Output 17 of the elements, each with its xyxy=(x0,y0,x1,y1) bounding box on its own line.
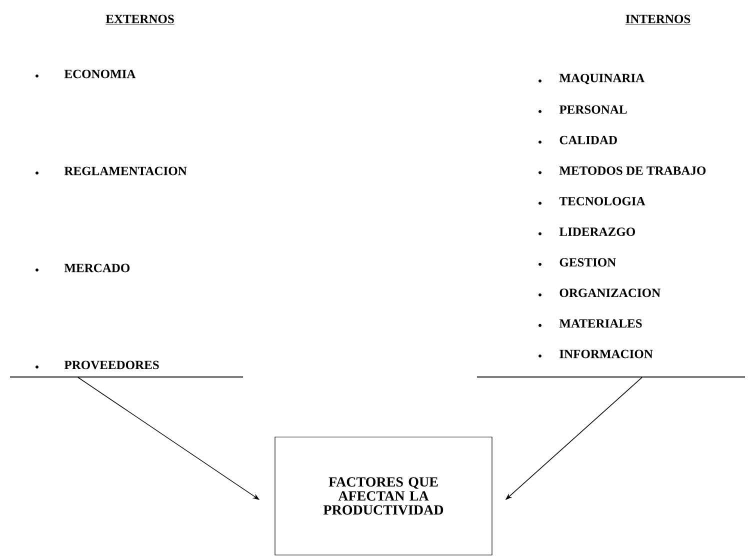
list-item: REGLAMENTACION xyxy=(36,166,187,176)
heading: INTERNOS xyxy=(625,14,691,25)
list-item: ECONOMIA xyxy=(36,70,136,78)
list-item: MATERIALES xyxy=(538,319,642,328)
text-box: FACTORES QUE AFECTAN LA PRODUCTIVIDAD xyxy=(274,436,492,556)
list-item: INFORMACION xyxy=(538,350,653,358)
heading: EXTERNOS xyxy=(105,14,175,25)
list-item: MAQUINARIA xyxy=(538,74,645,84)
list-item: TECNOLOGIA xyxy=(538,197,646,206)
list-item: MERCADO xyxy=(36,264,130,272)
list-item: ORGANIZACION xyxy=(538,288,660,298)
list-item: PERSONAL xyxy=(538,105,627,114)
list-item: CALIDAD xyxy=(538,136,617,144)
list-item: GESTION xyxy=(538,258,616,267)
list-item: PROVEEDORES xyxy=(36,360,159,370)
list-item: METODOS DE TRABAJO xyxy=(538,166,706,175)
list-item: LIDERAZGO xyxy=(538,228,635,236)
